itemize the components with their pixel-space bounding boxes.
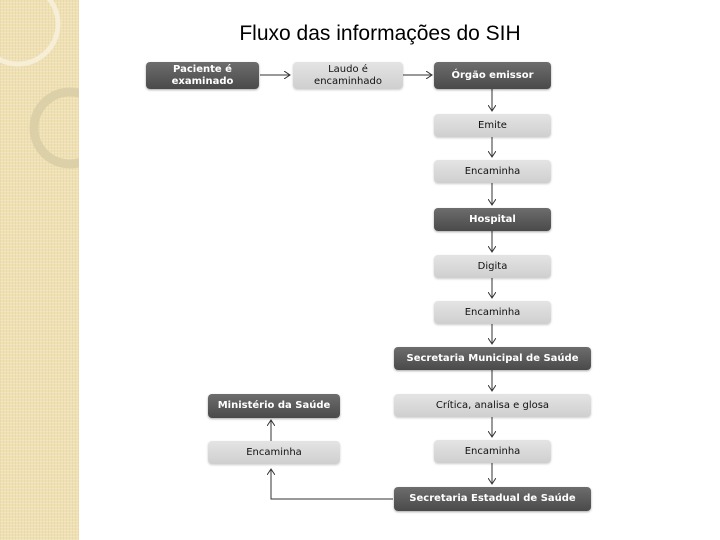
node-hospital: Hospital	[434, 208, 551, 231]
node-paciente-examinado: Paciente é examinado	[146, 62, 259, 89]
node-emite: Emite	[434, 114, 551, 137]
node-critica-analisa-glosa: Crítica, analisa e glosa	[394, 394, 591, 417]
node-secretaria-municipal: Secretaria Municipal de Saúde	[394, 347, 591, 370]
arrow-estadual-encaminha	[271, 469, 393, 499]
node-encaminha-4: Encaminha	[208, 441, 340, 464]
node-encaminha-1: Encaminha	[434, 160, 551, 183]
node-orgao-emissor: Órgão emissor	[434, 62, 551, 89]
node-encaminha-3: Encaminha	[434, 440, 551, 463]
node-encaminha-2: Encaminha	[434, 301, 551, 324]
node-secretaria-estadual: Secretaria Estadual de Saúde	[394, 487, 591, 511]
node-ministerio-saude: Ministério da Saúde	[208, 394, 340, 418]
node-digita: Digita	[434, 255, 551, 278]
node-laudo-encaminhado: Laudo é encaminhado	[293, 62, 403, 89]
